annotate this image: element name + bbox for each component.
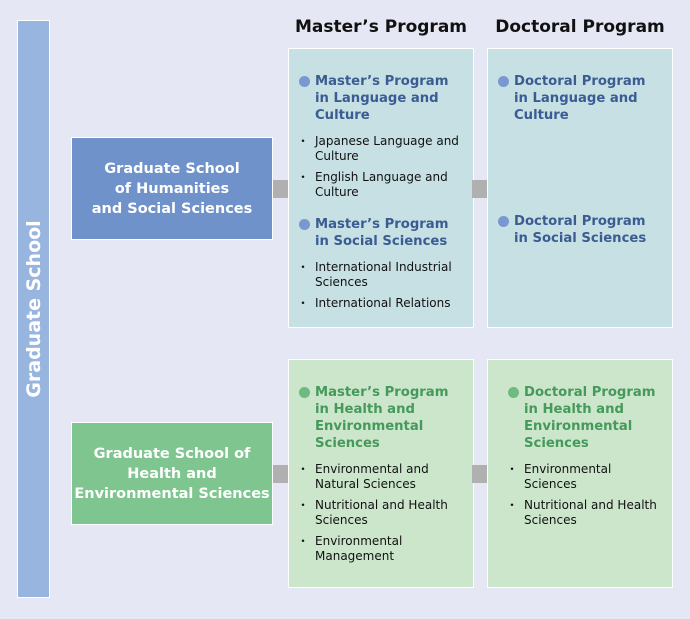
doctoral-card-health: Doctoral Program in Health and Environme…: [487, 359, 673, 588]
course-item: Environmental and Natural Sciences: [297, 462, 463, 492]
course-item: English Language and Culture: [297, 170, 463, 200]
program-title: Master’s Program in Social Sciences: [299, 216, 463, 250]
bullet-dot-icon: [498, 76, 509, 87]
master-card-health: Master’s Program in Health and Environme…: [288, 359, 474, 588]
course-item: Japanese Language and Culture: [297, 134, 463, 164]
connector: [273, 465, 289, 483]
program-title: Doctoral Program in Social Sciences: [498, 213, 662, 247]
program-title: Master’s Program in Language and Culture: [299, 73, 463, 124]
course-item: International Relations: [297, 296, 463, 311]
school-humanities: Graduate School of Humanities and Social…: [71, 137, 273, 240]
connector: [472, 180, 488, 198]
bullet-dot-icon: [299, 219, 310, 230]
bullet-dot-icon: [299, 76, 310, 87]
master-card-humanities: Master’s Program in Language and Culture…: [288, 48, 474, 328]
program-title: Doctoral Program in Language and Culture: [498, 73, 662, 124]
bullet-dot-icon: [498, 216, 509, 227]
doctoral-header: Doctoral Program: [495, 17, 665, 37]
connector: [472, 465, 488, 483]
program-title: Master’s Program in Health and Environme…: [299, 384, 463, 452]
course-item: Environmental Management: [297, 534, 463, 564]
bullet-dot-icon: [299, 387, 310, 398]
course-item: Environmental Sciences: [506, 462, 664, 492]
school-health: Graduate School of Health and Environmen…: [71, 422, 273, 525]
master-header: Master’s Program: [294, 17, 468, 37]
program-title: Doctoral Program in Health and Environme…: [508, 384, 664, 452]
course-item: International Industrial Sciences: [297, 260, 463, 290]
course-item: Nutritional and Health Sciences: [297, 498, 463, 528]
doctoral-card-humanities: Doctoral Program in Language and Culture…: [487, 48, 673, 328]
bullet-dot-icon: [508, 387, 519, 398]
side-label: Graduate School: [22, 220, 45, 398]
course-item: Nutritional and Health Sciences: [506, 498, 664, 528]
graduate-school-bar: Graduate School: [17, 20, 50, 598]
connector: [273, 180, 289, 198]
